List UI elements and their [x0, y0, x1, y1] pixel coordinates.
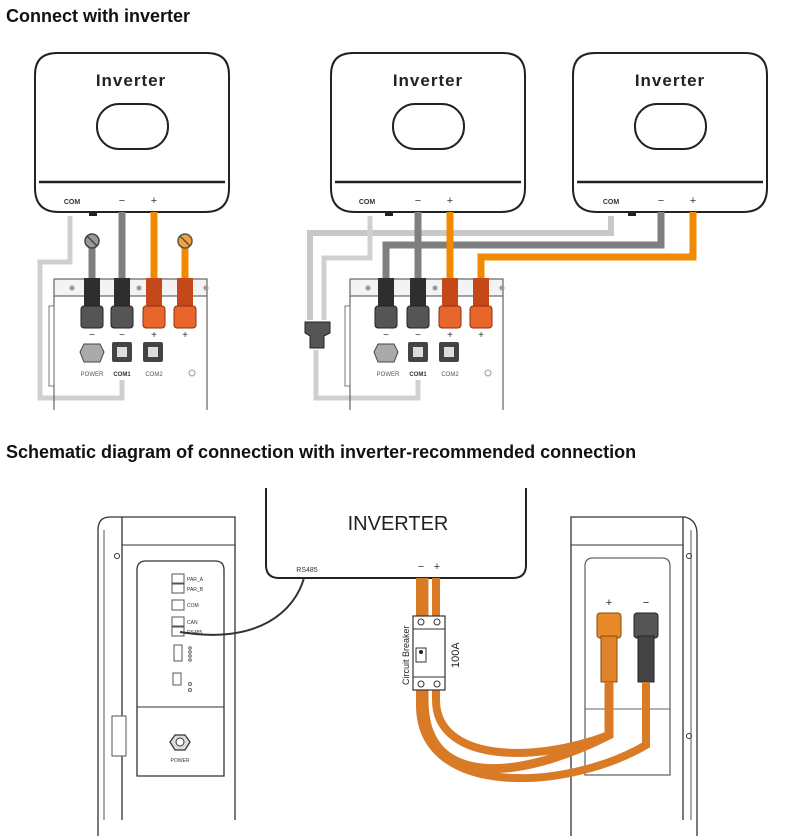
minus-label: − [119, 195, 125, 207]
com2-label: COM2 [145, 372, 163, 378]
svg-text:CAN: CAN [187, 620, 198, 626]
battery-cabinet-right: + − [570, 516, 698, 836]
svg-text:COM: COM [359, 199, 376, 206]
inverter-schematic: INVERTER RS485 − + [265, 488, 527, 579]
svg-text:PAR_A: PAR_A [187, 577, 204, 583]
rs485-label: RS485 [296, 567, 318, 574]
plus-label: + [151, 195, 157, 207]
svg-text:−: − [383, 330, 389, 341]
svg-text:+: + [151, 330, 157, 341]
com-port-label: COM [64, 199, 81, 206]
svg-text:−: − [643, 597, 649, 609]
panel-ports: PAR_A PAR_B COM CAN RS485 [171, 573, 204, 692]
svg-text:+: + [182, 330, 188, 341]
connector-positive [596, 612, 622, 683]
svg-text:+: + [606, 597, 612, 609]
breaker-rating: 100A [450, 642, 462, 668]
svg-text:COM2: COM2 [441, 372, 459, 378]
svg-text:−: − [415, 195, 421, 207]
connector-pos-2 [173, 278, 197, 329]
breaker-label: Circuit Breaker [401, 625, 411, 685]
connector-pos-1 [142, 278, 166, 329]
circuit-breaker: Circuit Breaker 100A [401, 615, 462, 691]
svg-text:COM1: COM1 [409, 372, 427, 378]
svg-text:COM: COM [187, 603, 199, 609]
svg-text:−: − [415, 330, 421, 341]
parallel-cables [304, 212, 697, 401]
svg-text:POWER: POWER [377, 372, 400, 378]
inverter-middle: Inverter COM − + [330, 52, 526, 216]
svg-text:+: + [478, 330, 484, 341]
inverter-label: Inverter [96, 71, 166, 90]
section-title-connect: Connect with inverter [6, 6, 191, 26]
connector-neg-1 [80, 278, 104, 329]
connector-neg-2 [110, 278, 134, 329]
svg-text:+: + [690, 195, 696, 207]
svg-text:+: + [434, 561, 440, 573]
svg-text:Inverter: Inverter [635, 71, 705, 90]
battery-middle: − − + + POWER COM1 COM2 [344, 278, 505, 410]
svg-text:+: + [447, 195, 453, 207]
svg-text:COM: COM [603, 199, 620, 206]
svg-text:PAR_B: PAR_B [187, 587, 204, 593]
rs485-cable [179, 577, 305, 636]
svg-text:−: − [658, 195, 664, 207]
power-label: POWER [81, 372, 104, 378]
svg-text:−: − [89, 330, 95, 341]
battery-cabinet-left: PAR_A PAR_B COM CAN RS485 POWER [97, 516, 236, 836]
section-title-schematic: Schematic diagram of connection with inv… [6, 442, 637, 462]
svg-text:−: − [418, 561, 424, 573]
battery-left: − − + + POWER COM1 COM2 [48, 278, 209, 410]
svg-text:Inverter: Inverter [393, 71, 463, 90]
connector-negative [633, 612, 659, 683]
com1-label: COM1 [113, 372, 131, 378]
power-label-schematic: POWER [171, 758, 190, 764]
svg-text:−: − [119, 330, 125, 341]
svg-text:+: + [447, 330, 453, 341]
inverter-right: Inverter COM − + [572, 52, 768, 216]
inverter-schematic-label: INVERTER [348, 513, 449, 535]
left-cables [37, 212, 193, 401]
inverter-left: Inverter COM − + [34, 52, 230, 216]
dc-cable-pair [416, 578, 650, 783]
rj45-splitter [304, 321, 331, 349]
